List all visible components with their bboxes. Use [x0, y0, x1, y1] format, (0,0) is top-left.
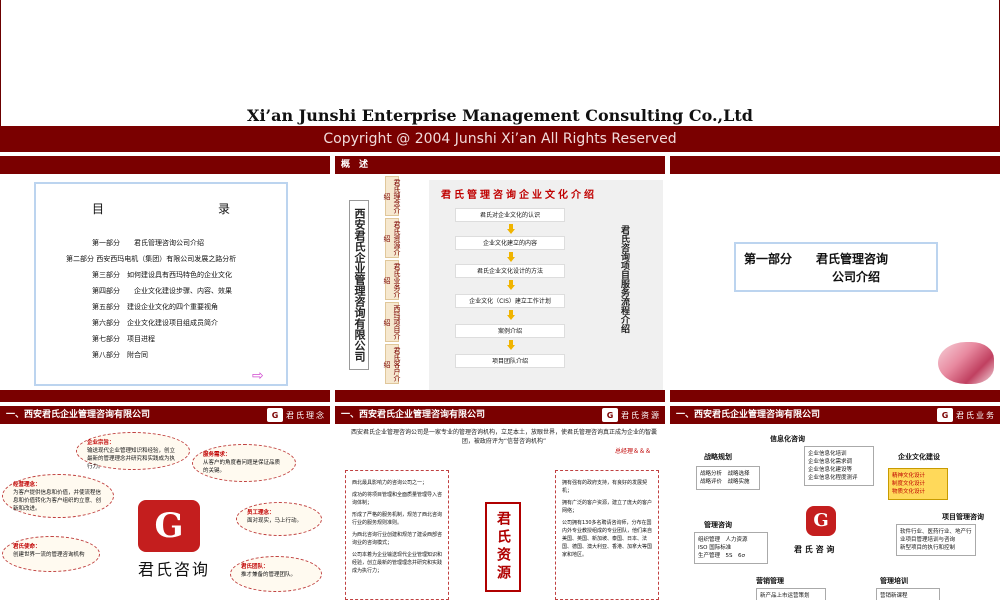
slide-thumbnail-toc[interactable]: 目 录 第一部分 君氏管理咨询公司介绍 第二部分 西安西玛电机（集团）有限公司发…: [0, 156, 330, 402]
side-cell: 君氏资源介绍: [383, 218, 401, 258]
toc-item: 第八部分 附合同: [92, 351, 148, 359]
node-strategy: 战略规划: [704, 453, 732, 461]
slide-bar-title: 一、西安君氏企业管理咨询有限公司: [341, 410, 486, 420]
toc-item: 第七部分 项目进程: [92, 335, 155, 343]
ellipse-card: 企业宗旨：输送现代企业管理知识和经验，创立最新的管理理念并研究和实践成为执行力。: [76, 432, 190, 470]
copyright-text: Copyright @ 2004 Junshi Xi’an All Rights…: [323, 131, 677, 147]
slide-bar-title: 一、西安君氏企业管理咨询有限公司: [6, 410, 151, 420]
bar-right-label: 君氏业务: [956, 410, 996, 420]
logo-icon: G: [937, 408, 953, 422]
slide-thumbnail-part1[interactable]: 第一部分 君氏管理咨询 公司介绍: [670, 156, 1000, 402]
top-slide-area: [0, 0, 1000, 126]
management-box: 组织管理 人力资源 ISO 国际标准 生产管理 5S 6σ: [694, 532, 768, 564]
manager-link[interactable]: 总经理＆＆＆: [614, 448, 651, 455]
slide-bar-title: 概 述: [341, 160, 369, 170]
flow-step: 君氏企业文化设计的方法: [455, 264, 565, 278]
toc-item: 第一部分 君氏管理咨询公司介绍: [92, 239, 204, 247]
slide-bar-title: 一、西安君氏企业管理咨询有限公司: [676, 410, 821, 420]
slide-header-bar: [0, 156, 330, 174]
node-management: 管理咨询: [704, 521, 732, 529]
junshi-logo-icon: G: [138, 500, 200, 552]
project-box: 软件行业、医药行业、地产行业项目管理培训与咨询新型项目的执行和控制: [896, 524, 976, 556]
node-marketing: 营销管理: [756, 577, 784, 585]
node-project: 项目管理咨询: [942, 513, 984, 521]
brand-name: 君氏咨询: [138, 560, 211, 579]
flow-step: 项目团队介绍: [455, 354, 565, 368]
brand-name: 君 氏 咨 询: [794, 545, 835, 554]
flow-step: 君氏对企业文化的认识: [455, 208, 565, 222]
slide-header-bar: [670, 156, 1000, 174]
marketing-box: 新产品上市运营策划: [756, 588, 826, 600]
strategy-box: 战略分析 战略选择 战略评价 战略实施: [696, 466, 760, 490]
slide-footer-bar: [335, 390, 665, 402]
ellipse-card: 服务需求：从客户的角度看问题是保证品质的关键。: [192, 444, 296, 482]
flow-step: 案例介绍: [455, 324, 565, 338]
company-vertical-title: 西安君氏企业管理咨询有限公司: [349, 200, 369, 370]
side-cell: 君氏业务介绍: [383, 260, 401, 300]
side-cell: 西玛项目介绍: [383, 302, 401, 342]
ellipse-card: 君氏团队：推才兼备的管理团队。: [230, 556, 322, 592]
ellipse-card: 君氏使命：创建世界一流的管理咨询机构: [2, 536, 100, 572]
info-box: 企业信息化培训企业信息化需求调企业信息化建设等企业信息化程度测评: [804, 446, 874, 486]
slide-thumbnail-overview[interactable]: 概 述 西安君氏企业管理咨询有限公司 君氏理念介绍 君氏资源介绍 君氏业务介绍 …: [335, 156, 665, 402]
down-arrow-icon: [507, 280, 515, 290]
toc-item: 第二部分 西安西玛电机（集团）有限公司发展之路分析: [66, 255, 237, 263]
flow-title: 君氏管理咨询企业文化介绍: [441, 190, 597, 201]
ellipse-card: 经营理念：为客户提供信息和价值，并使流程信息和价值转化为客户组织的立意、创新和改…: [2, 474, 114, 518]
logo-icon: G: [602, 408, 618, 422]
part-title-a: 君氏管理咨询: [816, 252, 889, 266]
bar-right-label: 君氏资源: [621, 410, 661, 420]
down-arrow-icon: [507, 310, 515, 320]
toc-item: 第五部分 建设企业文化的四个重要视角: [92, 303, 218, 311]
down-arrow-icon: [507, 224, 515, 234]
copyright-banner: Copyright @ 2004 Junshi Xi’an All Rights…: [0, 126, 1000, 152]
side-cell: 君氏客户介绍: [383, 344, 401, 384]
training-box: 营销新课程: [876, 588, 940, 600]
toc-item: 第六部分 企业文化建设项目组成员简介: [92, 319, 218, 327]
part-title-b: 公司介绍: [832, 270, 881, 284]
slide-footer-bar: [670, 390, 1000, 402]
part-label: 第一部分: [744, 252, 793, 266]
bar-right-label: 君氏理念: [286, 410, 326, 420]
toc-item: 第三部分 如何建设具有西玛特色的企业文化: [92, 271, 232, 279]
company-english-name: Xi’an Junshi Enterprise Management Consu…: [247, 106, 753, 125]
node-culture: 企业文化建设: [898, 453, 940, 461]
flow-step: 企业文化（CIS）建立工作计划: [455, 294, 565, 308]
down-arrow-icon: [507, 252, 515, 262]
service-flow-vertical: 君氏咨询项目服务流程介绍: [619, 225, 629, 333]
junshi-logo-icon: G: [806, 506, 836, 536]
node-info: 信息化咨询: [770, 435, 805, 443]
ellipse-card: 员工理念：面对现实，马上行动。: [236, 502, 322, 536]
toc-title: 目 录: [91, 202, 260, 216]
node-training: 管理培训: [880, 577, 908, 585]
down-arrow-icon: [507, 340, 515, 350]
culture-box: 精神文化设计制度文化设计物质文化设计: [888, 468, 948, 500]
slide-footer-bar: [0, 390, 330, 402]
right-panel: 拥有强有的政府支持，有良好的发展契机； 拥有广泛的客户资源，建立了庞大的客户网络…: [555, 470, 659, 600]
part-title-box: 第一部分 君氏管理咨询 公司介绍: [734, 242, 938, 292]
resources-center-label: 君氏资源: [485, 502, 521, 592]
side-cell: 君氏理念介绍: [383, 176, 401, 216]
flow-step: 企业文化建立的内容: [455, 236, 565, 250]
slide-header-bar: 概 述: [335, 156, 665, 174]
toc-item: 第四部分 企业文化建设步骤、内容、效果: [92, 287, 232, 295]
toc-box: 目 录 第一部分 君氏管理咨询公司介绍 第二部分 西安西玛电机（集团）有限公司发…: [34, 182, 288, 386]
logo-icon: G: [267, 408, 283, 422]
left-panel: 西北最具影响力的咨询公司之一； 成功的将项目管理和全面质量管理导入咨询体制； 形…: [345, 470, 449, 600]
intro-text: 西安君氏企业管理咨询公司是一家专业的管理咨询机构，立足本土，放眼世界，使君氏管理…: [350, 429, 657, 445]
next-arrow-icon[interactable]: ⇨: [252, 368, 264, 384]
flower-image: [938, 342, 994, 384]
